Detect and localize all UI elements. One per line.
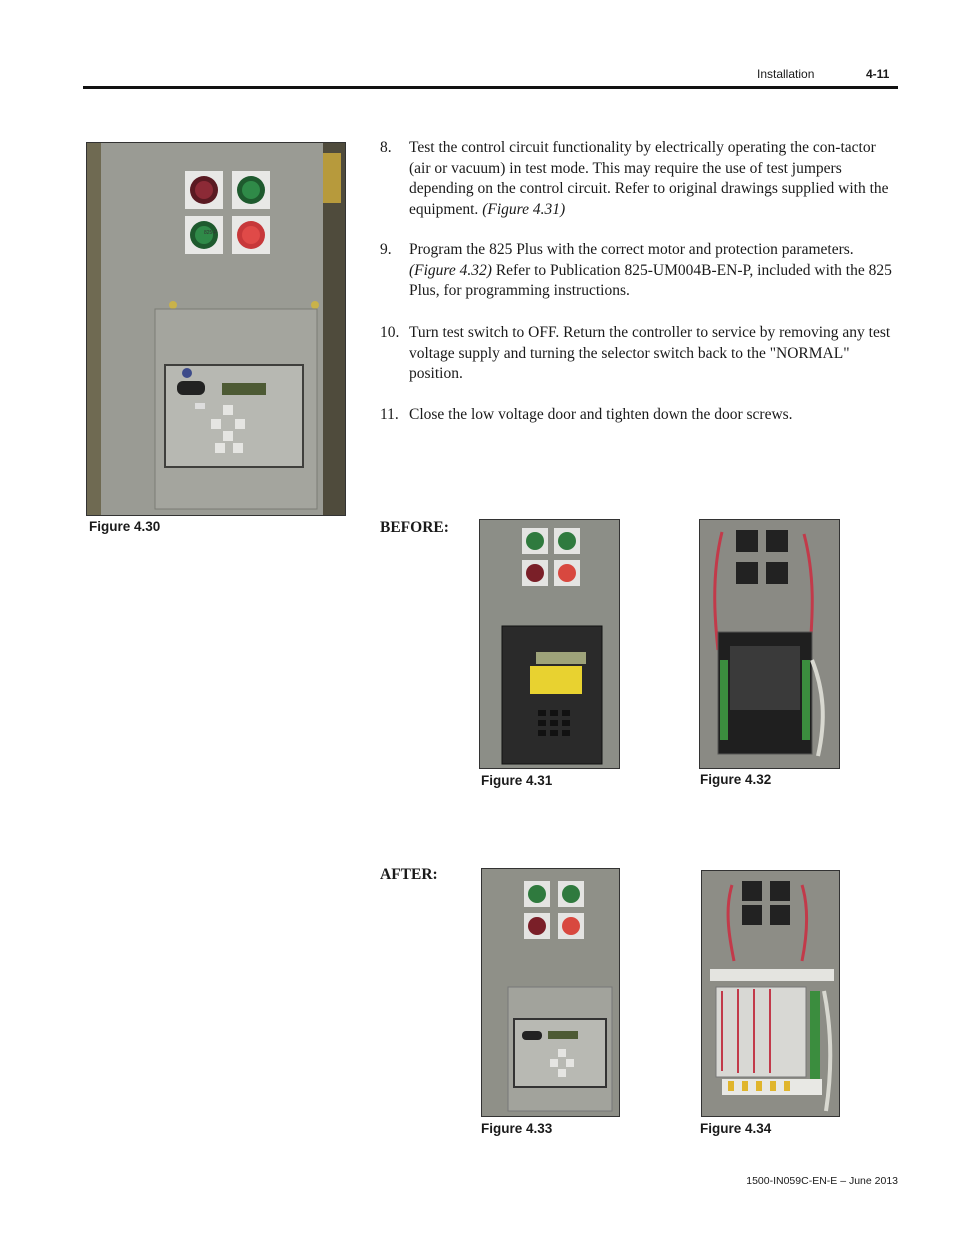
figure-reference: (Figure 4.32) (409, 261, 492, 279)
footer-publication: 1500-IN059C-EN-E – June 2013 (746, 1175, 898, 1187)
figure-4-33-caption: Figure 4.33 (481, 1121, 553, 1136)
old-relay-panel-drawing (480, 520, 619, 768)
figure-4-34-caption: Figure 4.34 (700, 1121, 772, 1136)
figure-4-30-caption: Figure 4.30 (89, 519, 161, 534)
figure-4-30-photo (86, 142, 346, 516)
step-number: 10. (380, 324, 400, 341)
step-text: Program the 825 Plus with the correct mo… (409, 241, 854, 258)
step-text: Test the control circuit functionality b… (409, 139, 889, 218)
running-header-section: Installation (757, 67, 815, 81)
step-number: 11. (380, 406, 399, 423)
figure-4-31-photo (479, 519, 620, 769)
step-9: 9. Program the 825 Plus with the correct… (380, 240, 895, 302)
step-11: 11. Close the low voltage door and tight… (380, 405, 895, 426)
before-label: BEFORE: (380, 519, 449, 536)
relay-wiring-after-drawing (702, 871, 839, 1116)
step-8: 8. Test the control circuit functionalit… (380, 138, 895, 220)
figure-4-32-photo (699, 519, 840, 769)
step-text: Turn test switch to OFF. Return the cont… (409, 324, 891, 382)
panel-door-drawing (87, 143, 345, 515)
header-rule (83, 86, 898, 89)
relay-model-label: 825-P (204, 230, 218, 236)
after-label: AFTER: (380, 866, 438, 883)
step-text-tail: Refer to Publication 825-UM004B-EN-P, in… (409, 261, 892, 300)
figure-reference: (Figure 4.31) (482, 200, 566, 218)
figure-4-33-photo (481, 868, 620, 1117)
figure-4-31-caption: Figure 4.31 (481, 773, 553, 788)
figure-4-34-photo (701, 870, 840, 1117)
page-number: 4-11 (866, 67, 890, 81)
figure-4-32-caption: Figure 4.32 (700, 772, 772, 787)
step-text: Close the low voltage door and tighten d… (409, 406, 793, 423)
step-number: 8. (380, 139, 392, 156)
step-number: 9. (380, 241, 392, 258)
step-10: 10. Turn test switch to OFF. Return the … (380, 323, 895, 385)
relay-wiring-before-drawing (700, 520, 839, 768)
new-relay-panel-drawing (482, 869, 619, 1116)
